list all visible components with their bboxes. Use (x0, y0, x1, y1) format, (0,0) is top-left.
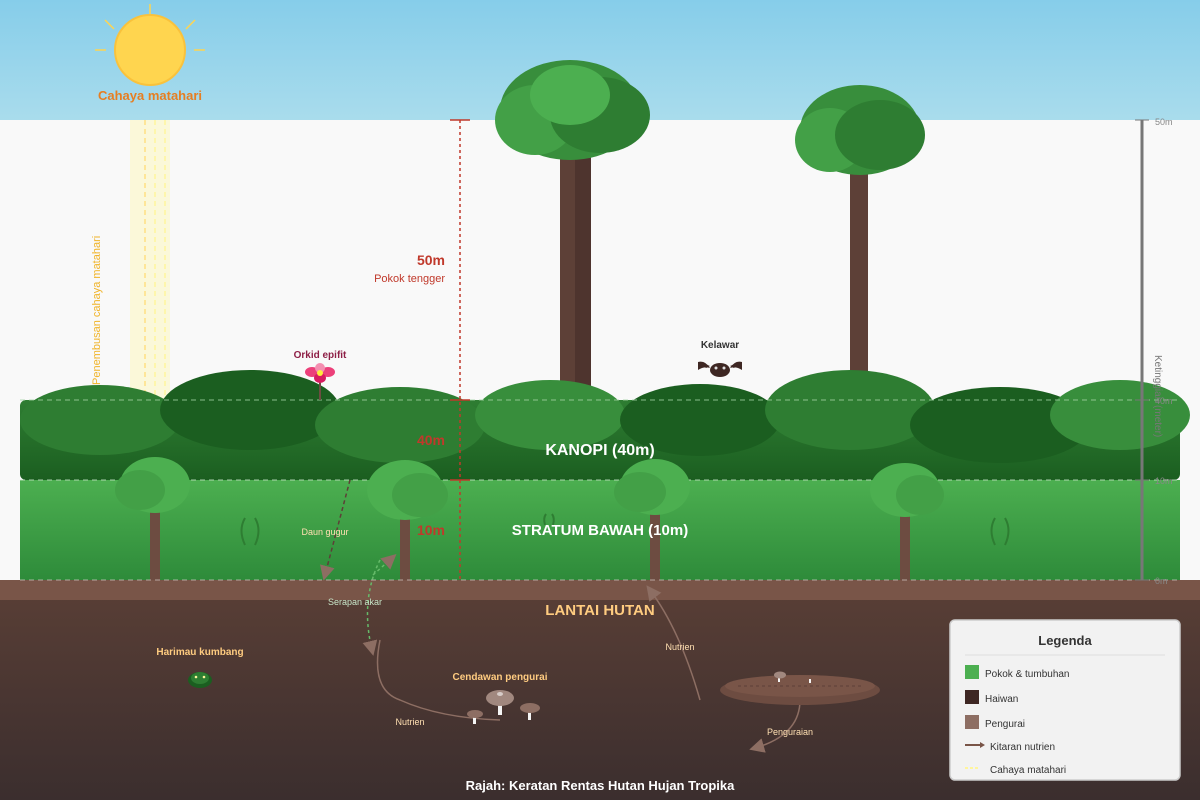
legend-label-decomposers: Pengurai (985, 719, 1025, 730)
root-uptake-label: Serapan akar (328, 597, 382, 607)
legend-swatch-plants (965, 665, 979, 679)
sun-label: Cahaya matahari (98, 88, 202, 103)
orchid-icon (305, 363, 335, 400)
tiger-icon (188, 672, 212, 688)
fungi-label: Cendawan pengurai (452, 672, 547, 683)
axis-tick-50: 50m (1155, 117, 1173, 127)
canopy-crowns (20, 370, 1190, 463)
nutrient-label-right: Nutrien (665, 642, 694, 652)
understory-trees (115, 457, 944, 580)
bat-icon (698, 361, 742, 377)
canopy-label: KANOPI (40m) (545, 442, 654, 459)
caption: Rajah: Keratan Rentas Hutan Hujan Tropik… (466, 778, 735, 793)
legend-label-animals: Haiwan (985, 694, 1018, 705)
legend-swatch-decomposers (965, 715, 979, 729)
tiger-label: Harimau kumbang (156, 647, 243, 658)
floor-label: LANTAI HUTAN (545, 602, 654, 619)
legend-swatch-animals (965, 690, 979, 704)
sun-icon (95, 4, 205, 86)
axis-tick-10: 10m (1155, 476, 1173, 486)
mushroom-icons (467, 690, 540, 724)
decomposing-log (720, 671, 880, 705)
emergent-height-label: 50m (417, 252, 445, 268)
legend-title: Legenda (1038, 633, 1092, 648)
legend-label-nutrient-cycle: Kitaran nutrien (990, 742, 1055, 753)
soil-surface (0, 580, 1200, 600)
bat-label: Kelawar (701, 340, 739, 351)
legend-label-plants: Pokok & tumbuhan (985, 669, 1070, 680)
sunlight-beam-label: Penembusan cahaya matahari (91, 236, 103, 385)
height-axis (1135, 119, 1149, 581)
height-axis-title: Ketinggian (meter) (1152, 355, 1163, 437)
legend: Legenda Pokok & tumbuhan Haiwan Pengurai… (949, 619, 1181, 781)
sunlight-beam (130, 120, 170, 400)
understory-height-label: 10m (417, 522, 445, 538)
legend-label-sunlight: Cahaya matahari (990, 765, 1066, 776)
axis-tick-40: 40m (1155, 396, 1173, 406)
emergent-tree-2 (795, 85, 925, 410)
canopy-height-label: 40m (417, 432, 445, 448)
axis-tick-0: 0m (1155, 576, 1168, 586)
legend-arrow-icon (965, 742, 985, 748)
fern-icons (240, 513, 1010, 546)
understory-label: STRATUM BAWAH (10m) (512, 522, 688, 539)
decomposition-label: Penguraian (767, 727, 813, 737)
fallen-leaves-label: Daun gugur (301, 527, 348, 537)
nutrient-cycle-arrows (320, 479, 801, 753)
understory-layer (20, 480, 1180, 580)
emergent-tree-1 (495, 60, 650, 410)
emergent-name-label: Pokok tengger (374, 273, 445, 285)
orchid-label: Orkid epifit (294, 350, 347, 361)
nutrient-label-left: Nutrien (395, 717, 424, 727)
height-marker (450, 119, 470, 580)
background (0, 120, 1200, 400)
